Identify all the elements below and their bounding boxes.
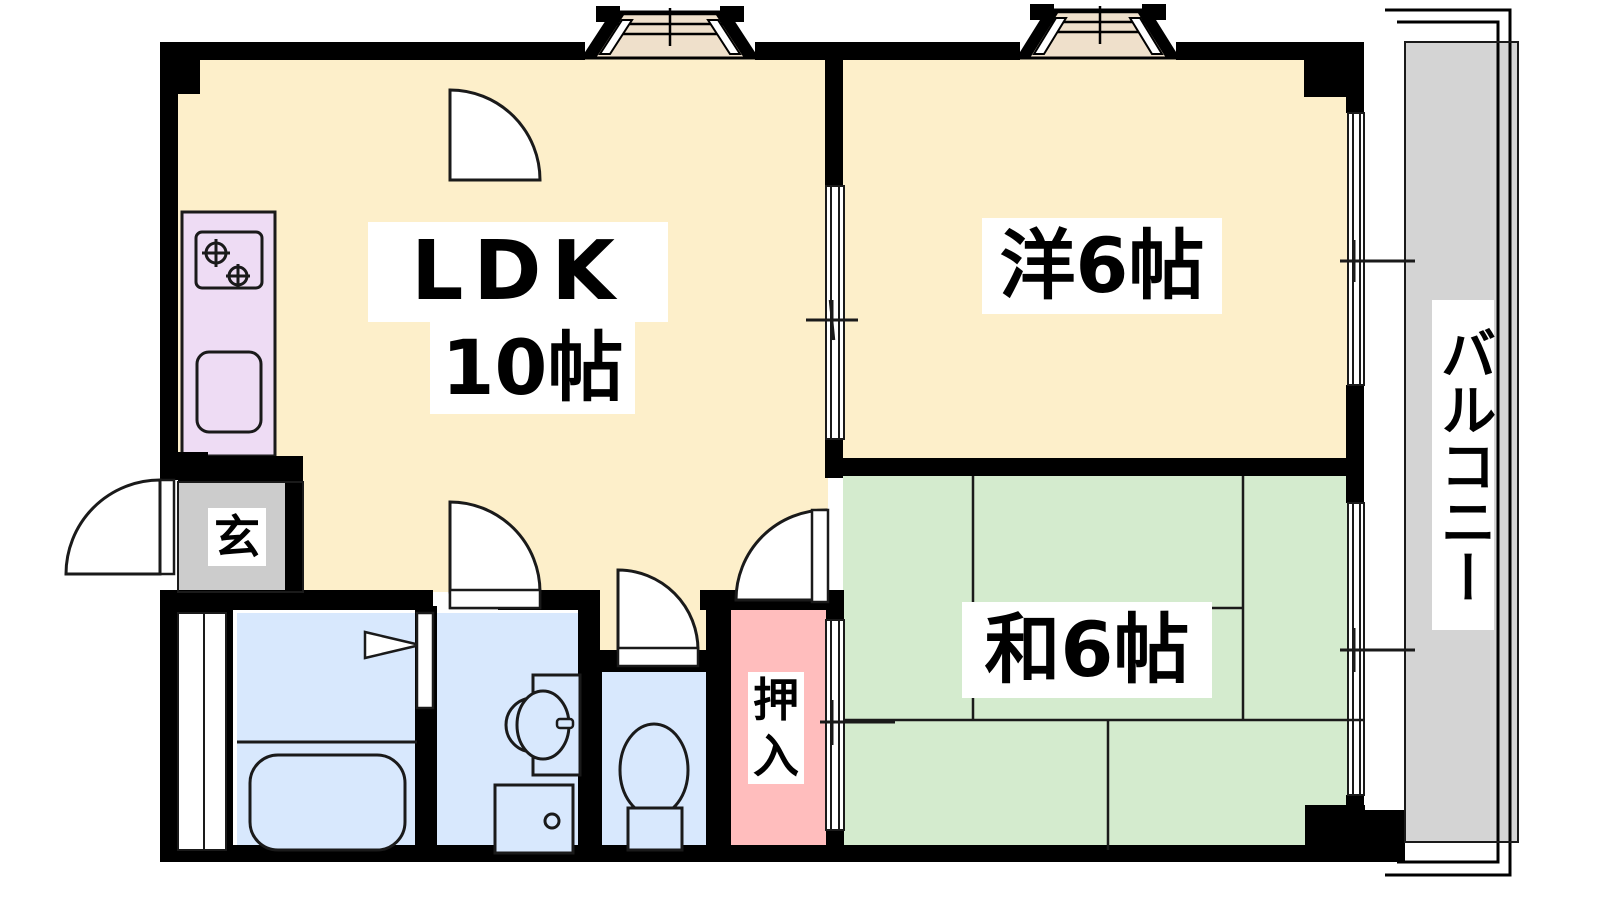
room-label-japanese: 和6帖 [962, 602, 1212, 698]
wall-top-right-a [840, 42, 1020, 60]
bath-door-leaf-icon [363, 611, 435, 710]
room-label-japanese-text: 和6帖 [984, 605, 1190, 694]
room-label-ldk-text: LDK [411, 224, 625, 319]
room-fills [178, 42, 1518, 850]
door-bath-leaf[interactable] [448, 500, 542, 610]
wall-ldk-western-top [825, 42, 843, 187]
wall-right-b [1346, 385, 1364, 503]
sliding-door-oshiire[interactable] [820, 619, 895, 831]
room-label-genkan-text: 玄 [214, 510, 260, 564]
wall-top-right-b [1176, 42, 1304, 60]
door-toilet[interactable] [616, 568, 700, 668]
washing-machine-icon [493, 783, 575, 855]
wall-oshiire-right-b [826, 828, 844, 852]
bay-window-western [1015, 4, 1181, 60]
room-label-oshiire-bottom: 入 [748, 728, 804, 784]
misc-detail-lines [177, 41, 1519, 843]
wall-japanese-step [1305, 805, 1365, 853]
room-label-genkan: 玄 [208, 508, 266, 566]
wall-left-outer [160, 42, 178, 480]
bath-window[interactable] [177, 612, 227, 851]
wall-right-a [1346, 58, 1364, 113]
wall-left-outer-b [160, 590, 178, 862]
wall-left-pillar [160, 42, 200, 94]
wall-western-japanese [828, 458, 1364, 476]
wall-bottom [160, 845, 1345, 862]
room-label-western-text: 洋6帖 [999, 221, 1205, 310]
stove-2-burner-icon [194, 230, 264, 290]
room-label-balcony-text: バルコニー [1431, 325, 1496, 605]
room-label-oshiire-top-text: 押 [753, 673, 799, 727]
wall-oshiire-right [826, 590, 844, 620]
room-label-ldk: LDK [368, 222, 668, 322]
bay-window-ldk [580, 6, 760, 60]
kitchen-sink-icon [195, 350, 263, 434]
balcony-outline [1385, 8, 1512, 877]
wall-toilet-right [706, 606, 731, 850]
room-label-ldk-area-text: 10帖 [441, 323, 624, 412]
wall-kitchen-base [178, 452, 208, 482]
bathtub-icon [237, 740, 417, 852]
wall-toilet-left [578, 655, 602, 850]
wall-top-left-2 [755, 42, 840, 60]
room-label-oshiire-bottom-text: 入 [753, 729, 799, 783]
door-japanese-room[interactable] [734, 508, 830, 604]
room-label-oshiire-top: 押 [748, 672, 804, 728]
wall-top-left [160, 42, 585, 60]
wall-entrance-right [285, 456, 303, 592]
room-label-ldk-area: 10帖 [430, 322, 635, 414]
wall-ldk-bottom-a [178, 590, 433, 610]
sliding-door-balcony-western[interactable] [1340, 112, 1415, 386]
sliding-door-ldk-western[interactable] [806, 185, 858, 440]
room-label-balcony: バルコニー [1431, 300, 1496, 630]
door-entrance[interactable] [64, 478, 176, 576]
sliding-door-balcony-japanese[interactable] [1340, 502, 1415, 796]
washbasin-icon [504, 673, 582, 777]
toilet-icon [618, 722, 690, 852]
room-label-western: 洋6帖 [982, 218, 1222, 314]
